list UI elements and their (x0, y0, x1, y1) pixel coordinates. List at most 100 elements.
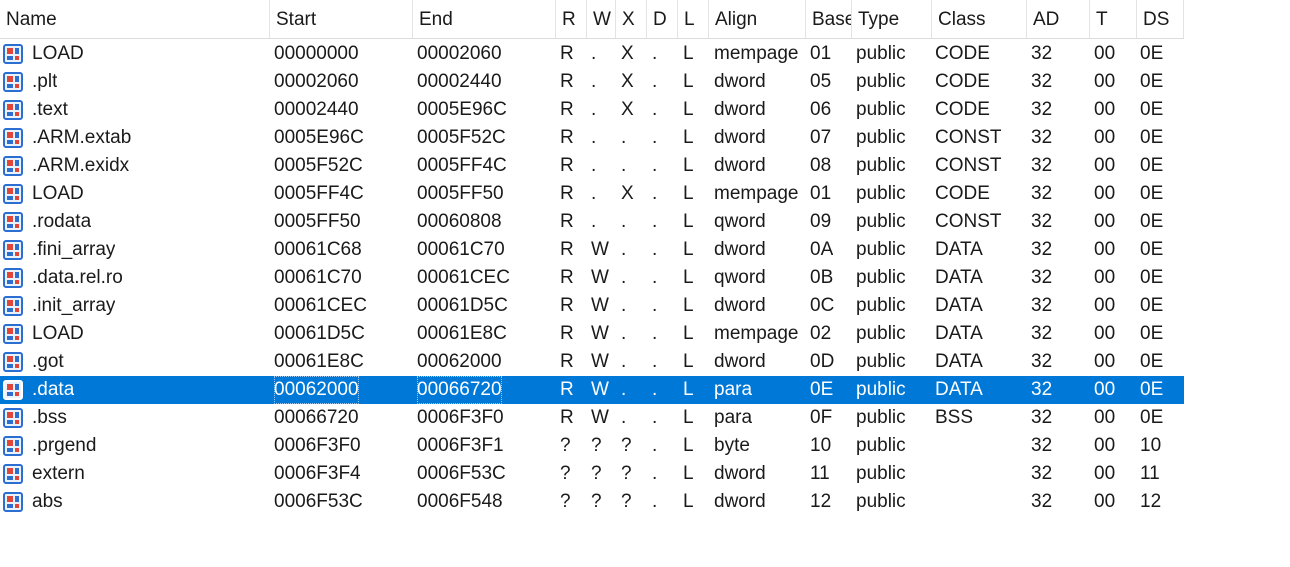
column-header-x[interactable]: X (616, 0, 647, 38)
cell-t: 00 (1094, 407, 1116, 428)
cell-base: 0C (810, 295, 835, 316)
cell-d: . (652, 491, 658, 512)
cell-r: R (560, 379, 574, 400)
cell-start: 00000000 (274, 43, 359, 64)
cell-d: . (652, 183, 658, 204)
cell-ad: 32 (1031, 99, 1053, 120)
cell-r: R (560, 211, 574, 232)
cell-name: .fini_array (32, 239, 116, 260)
cell-start: 00061C68 (274, 239, 362, 260)
cell-class: CODE (935, 71, 990, 92)
cell-type: public (856, 43, 906, 64)
cell-align: para (714, 407, 753, 428)
column-header-r[interactable]: R (556, 0, 587, 38)
cell-base: 0B (810, 267, 834, 288)
cell-name: .got (32, 351, 64, 372)
cell-r: ? (560, 463, 571, 484)
cell-r: R (560, 267, 574, 288)
column-header-start[interactable]: Start (270, 0, 413, 38)
column-header-type[interactable]: Type (852, 0, 932, 38)
cell-t: 00 (1094, 351, 1116, 372)
cell-l: L (683, 491, 694, 512)
cell-r: ? (560, 491, 571, 512)
cell-base: 05 (810, 71, 832, 92)
cell-w: W (591, 239, 609, 260)
cell-ds: 0E (1140, 211, 1164, 232)
column-header-class[interactable]: Class (932, 0, 1027, 38)
cell-ds: 0E (1140, 267, 1164, 288)
cell-l: L (683, 379, 694, 400)
column-header-base[interactable]: Base (806, 0, 852, 38)
cell-l: L (683, 435, 694, 456)
cell-type: public (856, 435, 906, 456)
segment-icon (3, 324, 23, 344)
cell-w: . (591, 127, 597, 148)
cell-r: R (560, 323, 574, 344)
cell-type: public (856, 239, 906, 260)
column-header-ad[interactable]: AD (1027, 0, 1090, 38)
cell-type: public (856, 407, 906, 428)
column-header-ds[interactable]: DS (1137, 0, 1184, 38)
cell-ds: 0E (1140, 155, 1164, 176)
column-header-align[interactable]: Align (709, 0, 806, 38)
cell-r: ? (560, 435, 571, 456)
column-header-name[interactable]: Name (0, 0, 270, 38)
cell-type: public (856, 267, 906, 288)
cell-class: CONST (935, 155, 1002, 176)
cell-ad: 32 (1031, 239, 1053, 260)
cell-name: LOAD (32, 43, 84, 64)
cell-class: CODE (935, 43, 990, 64)
cell-w: . (591, 99, 597, 120)
cell-start: 00002440 (274, 99, 359, 120)
cell-end: 00062000 (417, 351, 502, 372)
cell-ds: 0E (1140, 379, 1164, 400)
cell-class: DATA (935, 323, 983, 344)
cell-end: 00061C70 (417, 239, 505, 260)
cell-l: L (683, 43, 694, 64)
column-header-w[interactable]: W (587, 0, 616, 38)
column-header-d[interactable]: D (647, 0, 678, 38)
cell-t: 00 (1094, 155, 1116, 176)
segment-icon (3, 352, 23, 372)
cell-class: CONST (935, 211, 1002, 232)
cell-r: R (560, 99, 574, 120)
cell-ad: 32 (1031, 435, 1053, 456)
cell-d: . (652, 323, 658, 344)
cell-ds: 10 (1140, 435, 1162, 456)
cell-ad: 32 (1031, 127, 1053, 148)
segment-icon (3, 240, 23, 260)
cell-type: public (856, 463, 906, 484)
cell-align: dword (714, 155, 766, 176)
cell-d: . (652, 127, 658, 148)
cell-base: 01 (810, 183, 832, 204)
column-header-t[interactable]: T (1090, 0, 1137, 38)
cell-name: abs (32, 491, 63, 512)
cell-w: . (591, 155, 597, 176)
cell-end: 00061D5C (417, 295, 508, 316)
cell-end: 00002440 (417, 71, 502, 92)
cell-l: L (683, 99, 694, 120)
cell-align: mempage (714, 183, 799, 204)
cell-w: . (591, 211, 597, 232)
column-header-l[interactable]: L (678, 0, 709, 38)
segment-icon (3, 184, 23, 204)
cell-type: public (856, 155, 906, 176)
column-header-end[interactable]: End (413, 0, 556, 38)
